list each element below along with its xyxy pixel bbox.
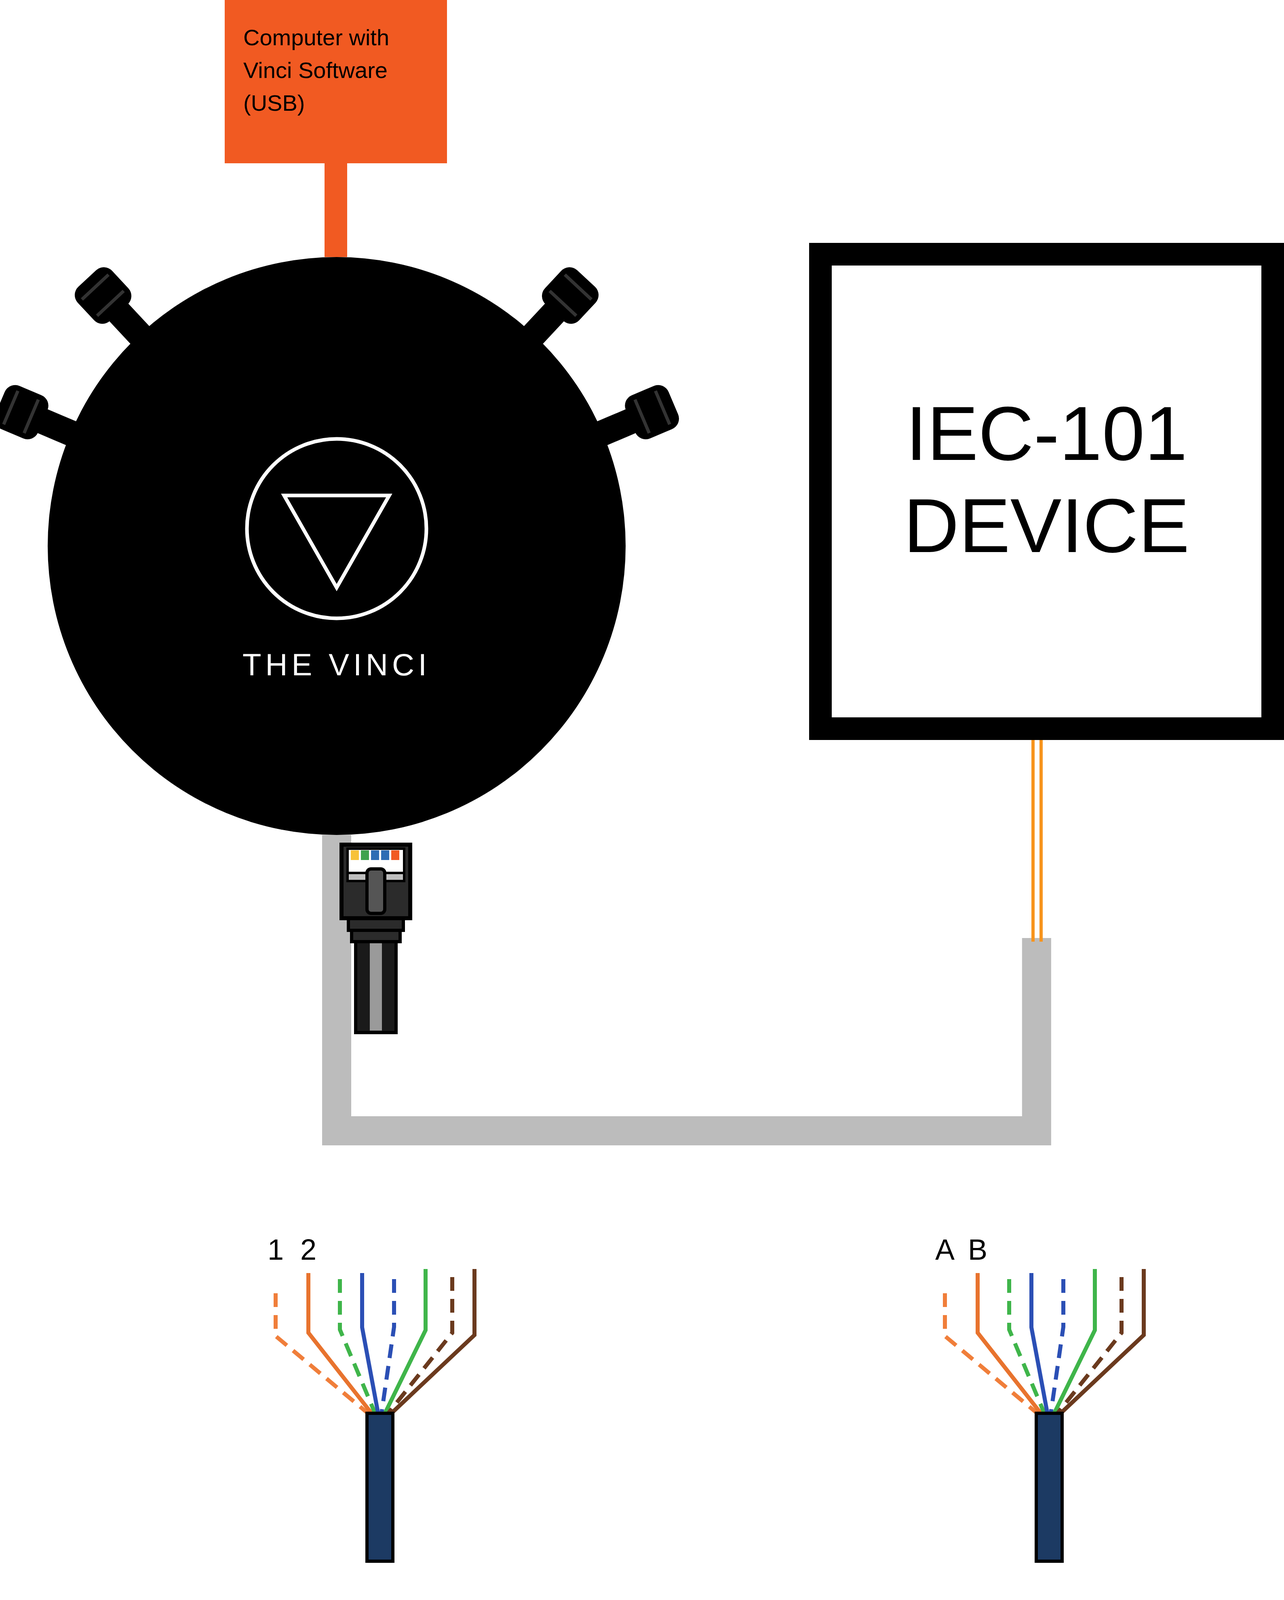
- vinci-body: [47, 257, 626, 835]
- signal-wire: [1039, 740, 1043, 942]
- signal-wire: [1031, 740, 1035, 942]
- cable-jacket: [366, 1413, 393, 1562]
- cable-jacket: [1036, 1413, 1063, 1562]
- rj45-plug: [341, 844, 411, 1033]
- twisted-pair-wire: [387, 1269, 475, 1417]
- iec-device-box: IEC-101 DEVICE: [809, 242, 1284, 741]
- pin-label: B: [967, 1235, 988, 1265]
- computer-box: Computer with Vinci Software (USB): [224, 0, 447, 164]
- pin-label: 2: [300, 1235, 317, 1265]
- twisted-pair-wire: [1009, 1279, 1046, 1417]
- wire-fans: [275, 1269, 1144, 1562]
- logo-triangle: [284, 495, 390, 588]
- twisted-pair-wire: [385, 1277, 453, 1417]
- logo-ring: [246, 438, 427, 619]
- box-label: Computer with Vinci Software (USB): [243, 21, 418, 120]
- twisted-pair-wire: [1057, 1269, 1144, 1417]
- vinci-device: THE VINCI: [47, 257, 626, 835]
- twisted-pair-wire: [362, 1273, 379, 1417]
- wire-gap: [1018, 740, 1059, 939]
- box-label: IEC-101 DEVICE: [868, 387, 1225, 572]
- twisted-pair-wire: [1054, 1277, 1122, 1417]
- twisted-pair-wire: [339, 1279, 377, 1417]
- pin-label: 1: [267, 1235, 284, 1265]
- usb-cable: [324, 163, 348, 258]
- device-name: THE VINCI: [47, 647, 626, 683]
- pin-label: A: [935, 1235, 955, 1265]
- twisted-pair-wire: [1031, 1273, 1048, 1417]
